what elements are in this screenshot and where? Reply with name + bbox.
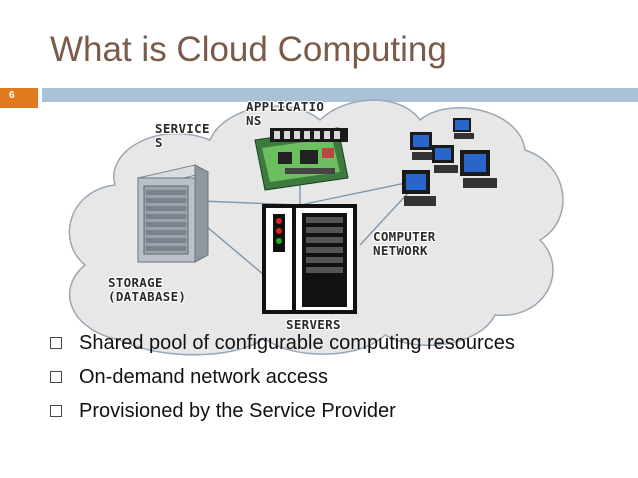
page-number-badge: 6	[0, 88, 38, 108]
server-rack-icon	[262, 204, 357, 314]
applications-label-line1: APPLICATIO	[246, 99, 325, 114]
page-number: 6	[9, 90, 15, 101]
slide-title: What is Cloud Computing	[50, 30, 447, 69]
storage-label-line2: (DATABASE)	[108, 289, 187, 304]
storage-label-line1: STORAGE	[108, 275, 163, 290]
bullet-list: Shared pool of configurable computing re…	[50, 326, 515, 428]
title-rule	[42, 88, 638, 102]
computer-network-label-line1: COMPUTER	[373, 229, 436, 244]
application-boards-icon	[254, 127, 349, 191]
storage-label: STORAGE (DATABASE)	[108, 276, 186, 304]
computer-network-icon	[402, 118, 497, 206]
bullet-square-icon	[50, 405, 62, 417]
bullet-item: Shared pool of configurable computing re…	[50, 326, 515, 360]
bullet-text: On-demand network access	[79, 365, 329, 388]
computer-network-label: COMPUTER NETWORK	[373, 230, 436, 258]
bullet-text: Shared pool of configurable computing re…	[79, 331, 515, 354]
computer-network-label-line2: NETWORK	[373, 243, 428, 258]
storage-server-icon	[136, 164, 210, 263]
bullet-text: Provisioned by the Service Provider	[79, 399, 396, 422]
applications-label-line2: NS	[246, 113, 262, 128]
bullet-square-icon	[50, 337, 62, 349]
applications-label: APPLICATIO NS	[246, 100, 324, 128]
bullet-item: On-demand network access	[50, 360, 515, 394]
bullet-item: Provisioned by the Service Provider	[50, 394, 515, 428]
services-label-line1: SERVICE	[155, 121, 210, 136]
servers-label: SERVERS	[286, 317, 341, 332]
bullet-square-icon	[50, 371, 62, 383]
services-label-line2: S	[155, 135, 163, 150]
services-label: SERVICE S	[155, 122, 210, 150]
